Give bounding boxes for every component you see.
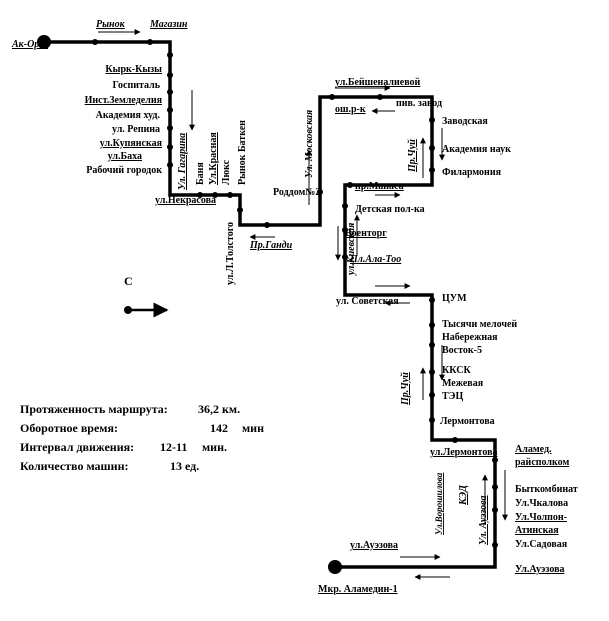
street-auezova-vertical: Ул. Ауэзова (478, 495, 489, 545)
start-terminal-label: Ак-Орго (11, 39, 48, 50)
stop-mezhevaya: Межевая (442, 378, 484, 389)
stop-naberezhnaya: Набережная (442, 332, 498, 343)
end-terminal-marker (328, 560, 342, 574)
stop-tets: ТЭЦ (442, 391, 463, 402)
stop-left-3: Академия худ. (96, 110, 161, 121)
stop-detskaya: Детская пол-ка (355, 204, 425, 215)
vehicles-label: Количество машин: (20, 459, 129, 473)
stop-voentorg: Военторг (345, 228, 387, 239)
stop-zavodskaya: Заводская (442, 116, 488, 127)
interval-value: 12-11 (160, 440, 188, 454)
route-info: Протяженность маршрута: 36,2 км. Оборотн… (20, 402, 280, 482)
stop-chkalova: Ул.Чкалова (515, 498, 568, 509)
street-kievskaya: ул.Киевская (346, 223, 357, 276)
street-lermontova: ул.Лермонтова (430, 447, 497, 458)
stop-left-7: Рабочий городок (86, 165, 162, 176)
street-beyshenalievoy: ул.Бейшеналиевой (335, 77, 421, 88)
stop-left-0: Кырк-Кызы (105, 64, 162, 75)
street-rynok: Рынок (96, 19, 126, 30)
stop-atinskaya: Атинская (515, 525, 559, 536)
cycle-unit: мин (242, 421, 265, 435)
stop-bytkombinat: Быткомбинат (515, 484, 578, 495)
length-label: Протяженность маршрута: (20, 402, 168, 416)
stop-lyuks: Люкс (221, 159, 232, 185)
street-chuy-top: Пр.Чуй (407, 139, 418, 173)
start-terminal-marker (37, 35, 51, 49)
stop-filarmoniya: Филармония (442, 167, 502, 178)
stop-banya: Баня (195, 162, 206, 185)
stop-akademiya-nauk: Академия наук (442, 144, 511, 155)
stop-roddom: Роддом№2 (273, 187, 320, 198)
stop-left-1: Госпиталь (113, 80, 161, 91)
stop-dots (92, 39, 498, 548)
piv-zavod-text: пив. завод (396, 98, 442, 109)
stop-left-2: Инст.Земледелия (85, 95, 163, 106)
stop-kksk: ККСК (442, 365, 471, 376)
stops-left: Кырк-Кызы Госпиталь Инст.Земледелия Акад… (85, 64, 163, 176)
street-manasa: пр.Манаса (355, 181, 404, 192)
stop-lermontova: Лермонтова (440, 416, 495, 427)
stop-piv-zavod: пив. завод (396, 98, 442, 109)
street-sovetskaya: ул. Советская (336, 296, 399, 307)
stop-cholpon: Ул.Чолпон- (515, 512, 567, 523)
stops-right-middle: ЦУМ Тысячи мелочей Набережная Восток-5 К… (440, 293, 517, 427)
street-nekrasova: ул.Некрасова (155, 195, 216, 206)
stop-alamed: Аламед. (515, 444, 552, 455)
street-moskovskaya: Ул. Московская (304, 110, 315, 178)
stop-left-6: ул.Баха (108, 151, 142, 162)
stop-left-5: ул.Купянская (100, 138, 163, 149)
direction-arrows (98, 29, 508, 580)
compass-label: С (124, 274, 133, 288)
stop-auezova: Ул.Ауэзова (515, 564, 564, 575)
street-gandi: Пр.Ганди (249, 240, 293, 251)
street-auezova-bottom: ул.Ауэзова (350, 540, 398, 551)
street-ked: КЭД (458, 484, 469, 506)
stop-tsum: ЦУМ (442, 293, 467, 304)
street-gagarina: Ул. Гагарина (177, 133, 188, 190)
interval-label: Интервал движения: (20, 440, 135, 454)
end-terminal-label: Мкр. Аламедин-1 (318, 584, 398, 595)
stop-rynok-batken: Рынок Баткен (237, 120, 248, 185)
street-chuy-bottom: Пр.Чуй (400, 372, 411, 406)
street-voroshilova: Ул.Ворошилова (434, 472, 444, 535)
stops-right-bottom: Аламед. райсполком Быткомбинат Ул.Чкалов… (515, 444, 578, 575)
cycle-label: Оборотное время: (20, 421, 118, 435)
interval-unit: мин. (202, 440, 228, 454)
cycle-value: 142 (210, 421, 228, 435)
length-value: 36,2 км. (198, 402, 241, 416)
street-magazin: Магазин (149, 19, 188, 30)
stop-osh-rk: ош.р-к (335, 104, 366, 115)
vehicles-value: 13 ед. (170, 459, 200, 473)
stop-vostok5: Восток-5 (442, 345, 482, 356)
stop-left-4: ул. Репина (112, 124, 160, 135)
stop-ala-too: Пл.Ала-Тоо (349, 254, 401, 265)
stop-raysopolkom: райсполком (515, 457, 569, 468)
stop-tysyachi: Тысячи мелочей (442, 319, 517, 330)
street-tolstogo: ул.Л.Толстого (225, 222, 236, 285)
stop-sadovaya: Ул.Садовая (515, 539, 568, 550)
route-line (44, 40, 497, 569)
stop-krasnaya: Ул.Красная (208, 132, 219, 185)
